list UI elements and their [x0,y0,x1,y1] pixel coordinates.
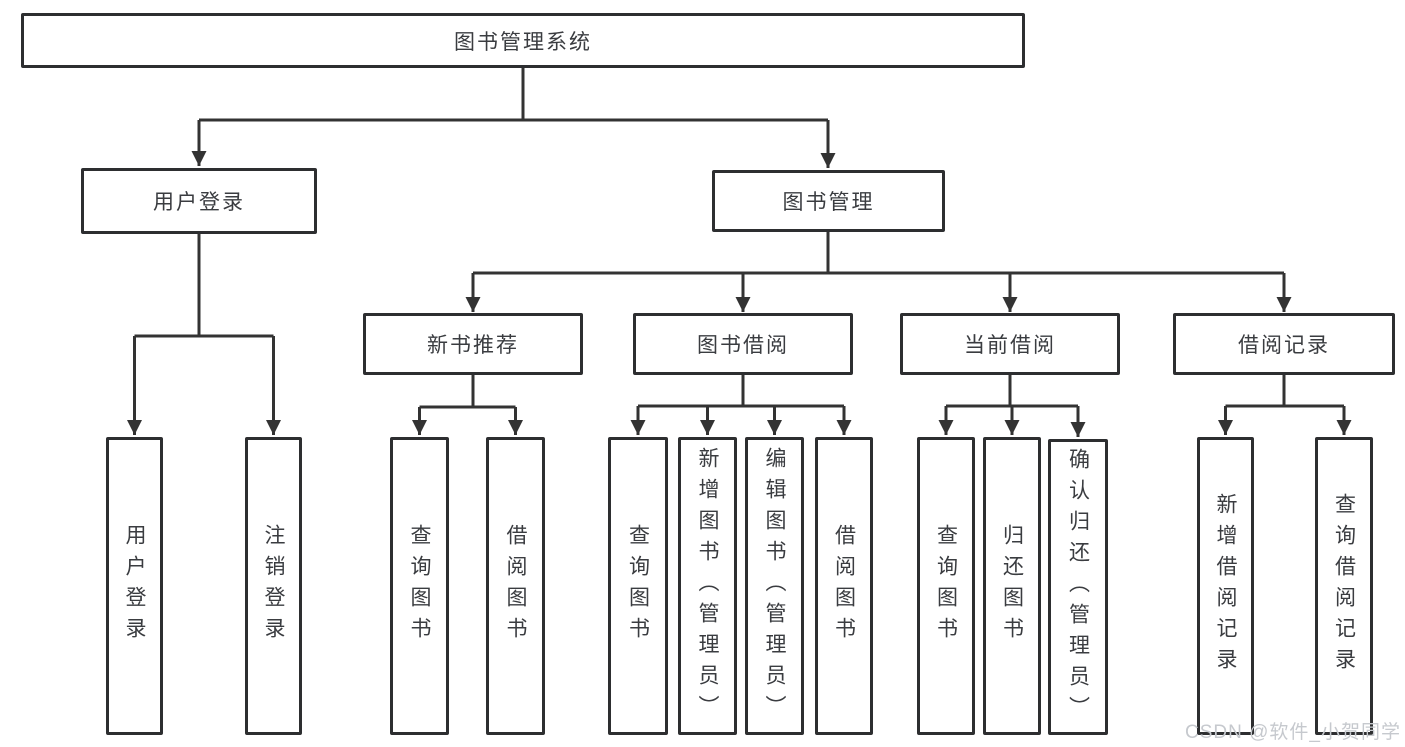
leaf-newbooks-borrow-label: 借阅图书 [504,524,527,648]
csdn-watermark: CSDN @软件_小贺同学 [1185,722,1401,743]
leaf-current-query-label: 查询图书 [934,524,958,648]
node-current-borrow: 当前借阅 [900,313,1120,375]
leaf-current-confirm-label: 确认归还（管理员） [1066,447,1090,727]
leaf-newbooks-borrow: 借阅图书 [486,437,545,735]
leaf-logout: 注销登录 [245,437,302,735]
user-login-branch-wire [127,234,281,435]
node-user-login: 用户登录 [81,168,317,234]
leaf-newbooks-query-label: 查询图书 [408,524,431,648]
leaf-borrow-add-label: 新增图书（管理员） [696,446,719,726]
node-book-borrow-label: 图书借阅 [697,334,789,357]
leaf-current-return: 归还图书 [983,437,1041,735]
node-new-books: 新书推荐 [363,313,583,375]
leaf-current-confirm: 确认归还（管理员） [1048,439,1108,735]
leaf-borrow-query: 查询图书 [608,437,668,735]
leaf-records-add: 新增借阅记录 [1197,437,1254,735]
leaf-borrow-add: 新增图书（管理员） [678,437,737,735]
leaf-records-query-label: 查询借阅记录 [1332,493,1356,679]
leaf-borrow-edit: 编辑图书（管理员） [745,437,804,735]
node-user-login-label: 用户登录 [153,191,245,214]
leaf-user-login: 用户登录 [106,437,163,735]
current-borrow-branch-wire [938,375,1086,437]
leaf-records-add-label: 新增借阅记录 [1214,493,1237,679]
new-books-branch-wire [412,375,523,435]
node-current-borrow-label: 当前借阅 [964,334,1056,357]
node-borrow-records: 借阅记录 [1173,313,1395,375]
leaf-user-login-label: 用户登录 [123,524,146,648]
leaf-logout-label: 注销登录 [262,524,285,648]
node-book-management-label: 图书管理 [782,191,875,214]
node-book-management: 图书管理 [712,170,945,232]
leaf-current-return-label: 归还图书 [1000,524,1024,648]
leaf-borrow-query-label: 查询图书 [626,524,650,648]
leaf-current-query: 查询图书 [917,437,975,735]
leaf-borrow-book-label: 借阅图书 [832,524,856,648]
book-management-branch-wire [465,232,1292,312]
node-root: 图书管理系统 [21,13,1025,68]
leaf-records-query: 查询借阅记录 [1315,437,1373,735]
root-to-level2-wire [191,68,836,168]
book-borrow-branch-wire [630,375,852,435]
leaf-borrow-edit-label: 编辑图书（管理员） [763,446,786,726]
node-borrow-records-label: 借阅记录 [1238,334,1330,357]
node-new-books-label: 新书推荐 [427,334,519,357]
leaf-newbooks-query: 查询图书 [390,437,449,735]
leaf-borrow-book: 借阅图书 [815,437,873,735]
node-root-label: 图书管理系统 [454,30,592,54]
node-book-borrow: 图书借阅 [633,313,853,375]
borrow-records-branch-wire [1218,375,1352,435]
